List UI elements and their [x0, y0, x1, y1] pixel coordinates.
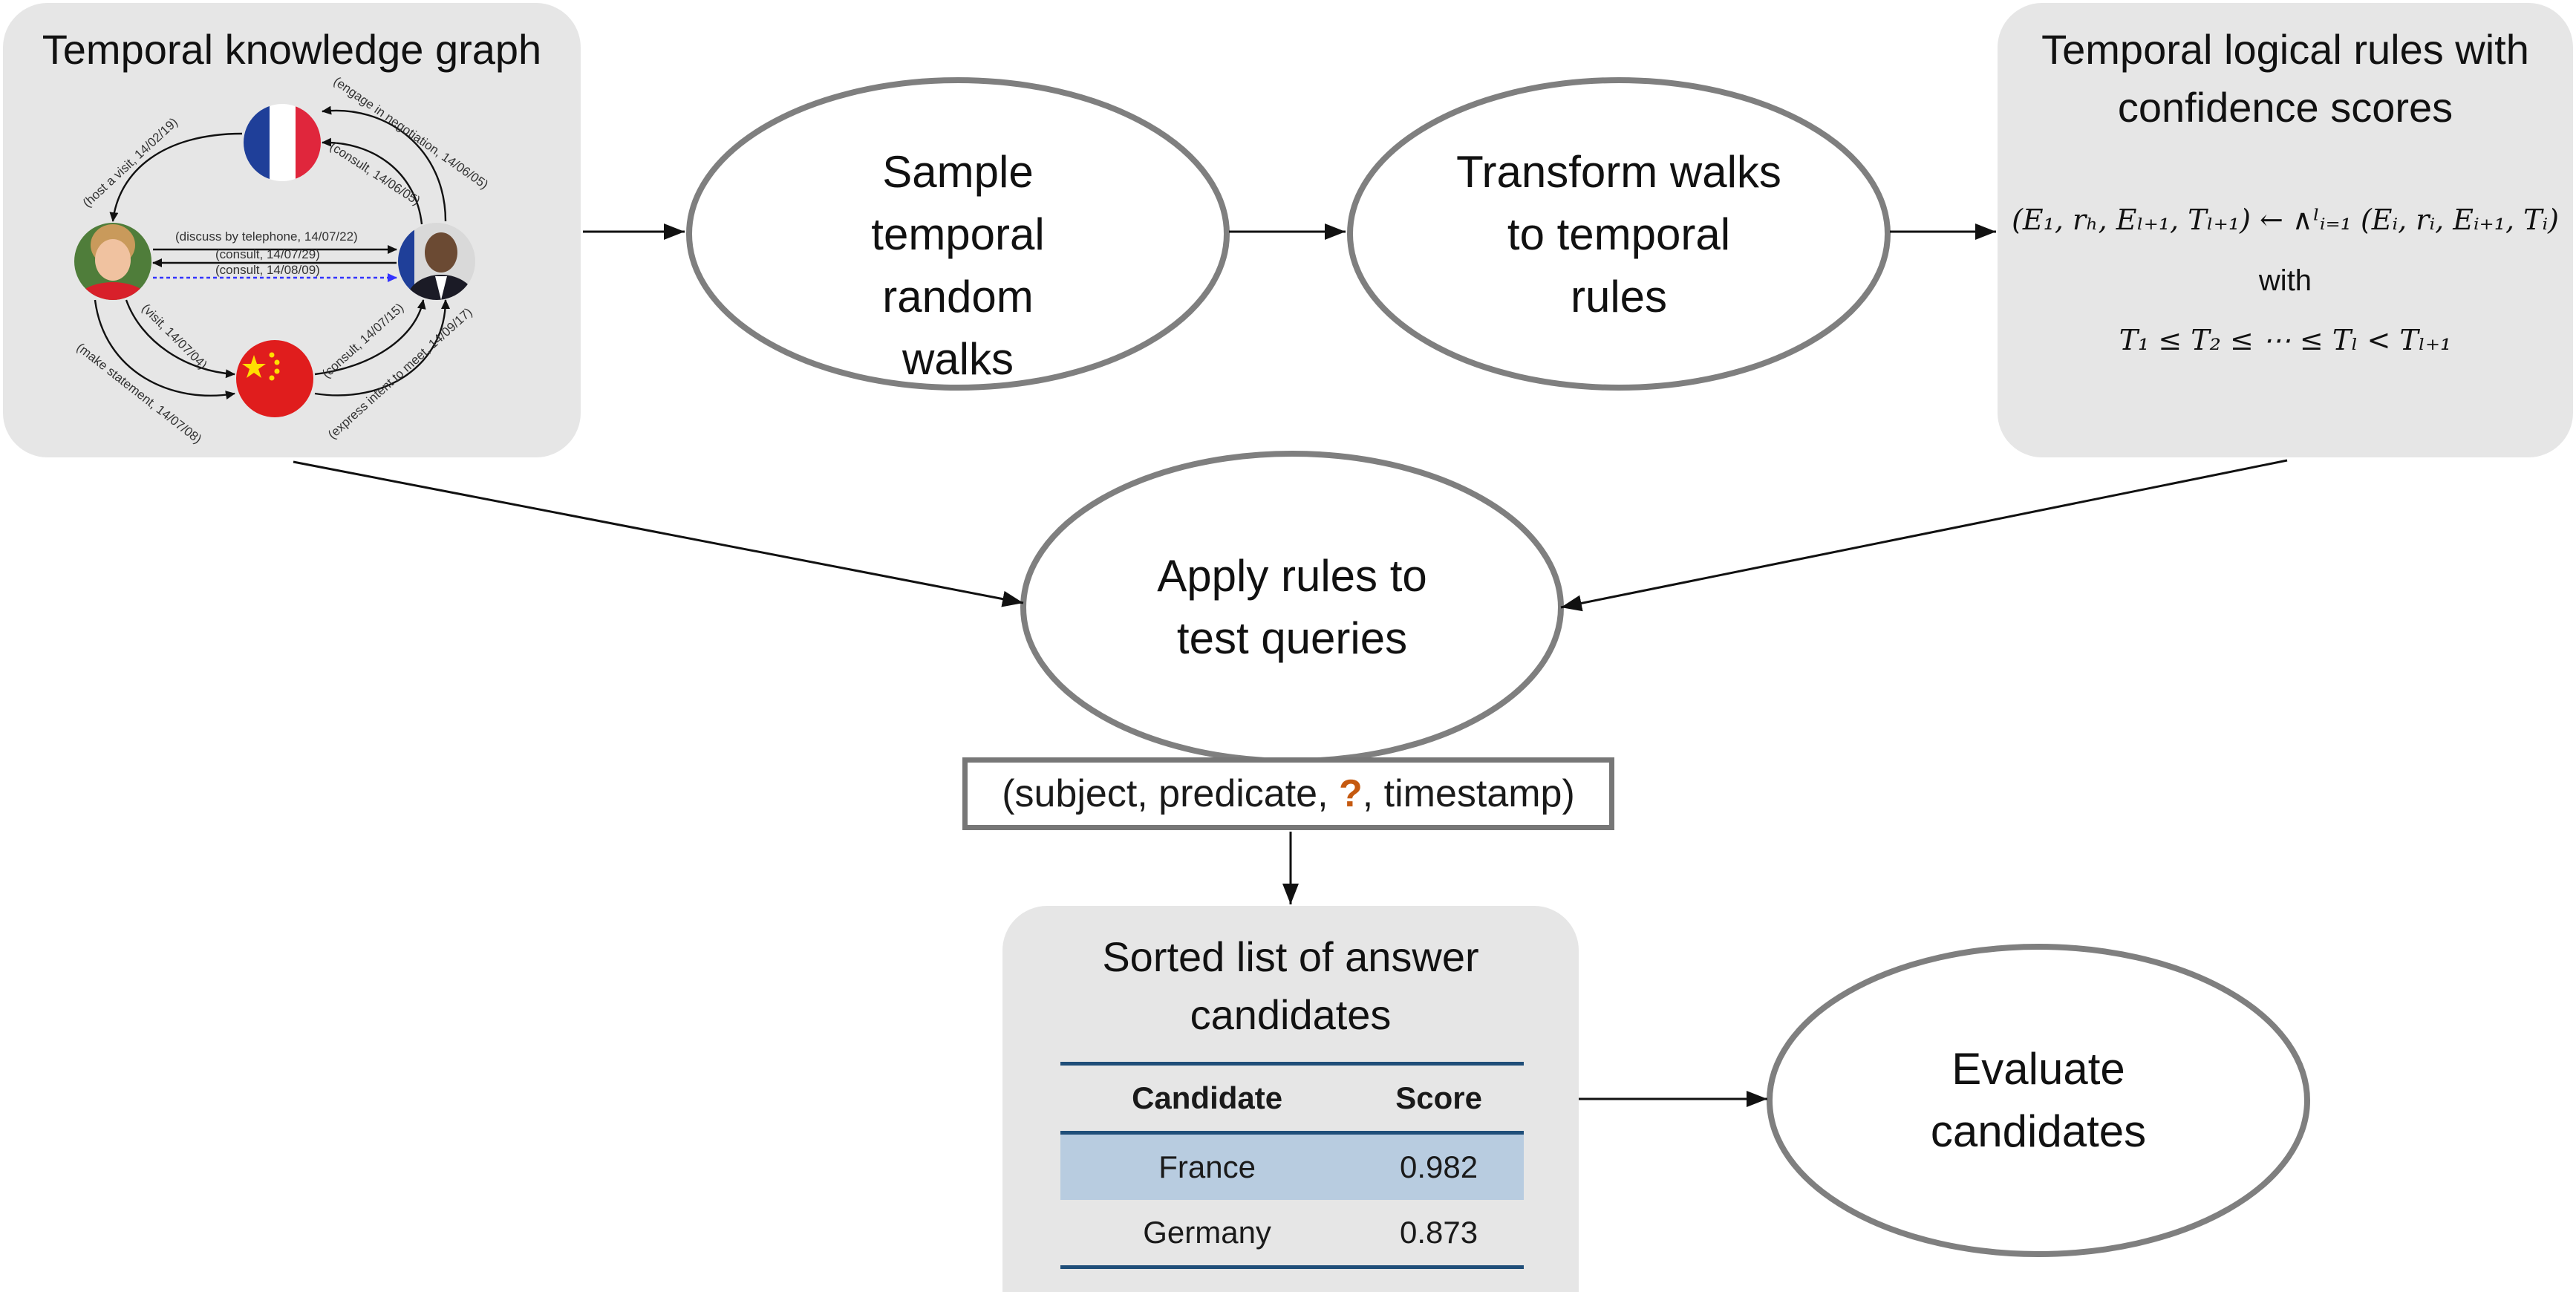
evaluate-label: Evaluate candidates [1930, 1044, 2147, 1156]
kg-label-consult-0809: (consult, 14/08/09) [215, 263, 320, 277]
kg-label-express-intent: (express intent to meet, 14/09/17) [325, 305, 475, 442]
candidate-score: 0.873 [1354, 1200, 1524, 1269]
rule-with: with [2258, 264, 2312, 297]
candidates-header-row: Candidate Score [1060, 1062, 1524, 1135]
header-score: Score [1354, 1062, 1524, 1135]
query-suffix: , timestamp) [1362, 772, 1575, 815]
rules-panel: Temporal logical rules with confidence s… [1998, 3, 2573, 457]
transform-label: Transform walks to temporal rules [1456, 147, 1781, 322]
query-mark: ? [1338, 772, 1363, 815]
query-prefix: (subject, predicate, [1002, 772, 1339, 815]
candidate-score: 0.982 [1354, 1132, 1524, 1200]
kg-edge-consult-france [322, 137, 423, 225]
merkel-avatar [74, 223, 151, 300]
china-flag-icon [236, 340, 313, 417]
kg-edge-consult-0715 [314, 299, 426, 376]
kg-edge-host-visit [109, 132, 243, 222]
candidates-panel-title: Sorted list of answer candidates [1102, 933, 1479, 1038]
kg-edge-visit [125, 299, 235, 379]
query-box: (subject, predicate, ?, timestamp) [962, 757, 1614, 830]
candidates-table: Candidate Score France 0.982 Germany 0.8… [1060, 1062, 1524, 1269]
table-row: Germany 0.873 [1060, 1200, 1524, 1269]
kg-label-consult-france: (consult, 14/06/05) [327, 139, 423, 208]
kg-panel-title: Temporal knowledge graph [42, 26, 542, 73]
kg-label-consult-0715: (consult, 14/07/15) [319, 301, 406, 381]
sample-label: Sample temporal random walks [871, 147, 1045, 384]
kg-edge-express-intent [314, 299, 450, 397]
rules-panel-title: Temporal logical rules with confidence s… [2041, 26, 2529, 131]
kg-edge-engage-negotiation [322, 105, 447, 222]
kg-edges [94, 105, 450, 399]
kg-label-engage-negotiation: (engage in negotiation, 14/06/05) [331, 74, 491, 192]
kg-label-host-visit: (host a visit, 14/02/19) [80, 115, 180, 210]
candidate-name: Germany [1060, 1200, 1354, 1269]
obama-avatar [398, 223, 475, 300]
header-candidate: Candidate [1060, 1062, 1354, 1135]
table-row: France 0.982 [1060, 1132, 1524, 1200]
kg-edge-make-statement [94, 299, 235, 399]
transform-ellipse [1347, 77, 1891, 391]
rule-formula: (E₁, rₕ, Eₗ₊₁, Tₗ₊₁) ← ∧ˡᵢ₌₁ (Eᵢ, rᵢ, Eᵢ… [2012, 203, 2559, 236]
apply-label: Apply rules to test queries [1157, 551, 1427, 663]
kg-label-discuss-telephone: (discuss by telephone, 14/07/22) [175, 229, 358, 244]
france-flag-icon [244, 104, 321, 181]
evaluate-ellipse [1767, 944, 2310, 1257]
sample-ellipse [686, 77, 1230, 391]
rule-constraint: T₁ ≤ T₂ ≤ ⋯ ≤ Tₗ < Tₗ₊₁ [2119, 324, 2452, 356]
arrow-kg-to-apply [293, 460, 1024, 607]
kg-label-consult-0729: (consult, 14/07/29) [215, 247, 320, 261]
candidate-name: France [1060, 1132, 1354, 1200]
arrow-rules-to-apply [1560, 459, 2288, 612]
